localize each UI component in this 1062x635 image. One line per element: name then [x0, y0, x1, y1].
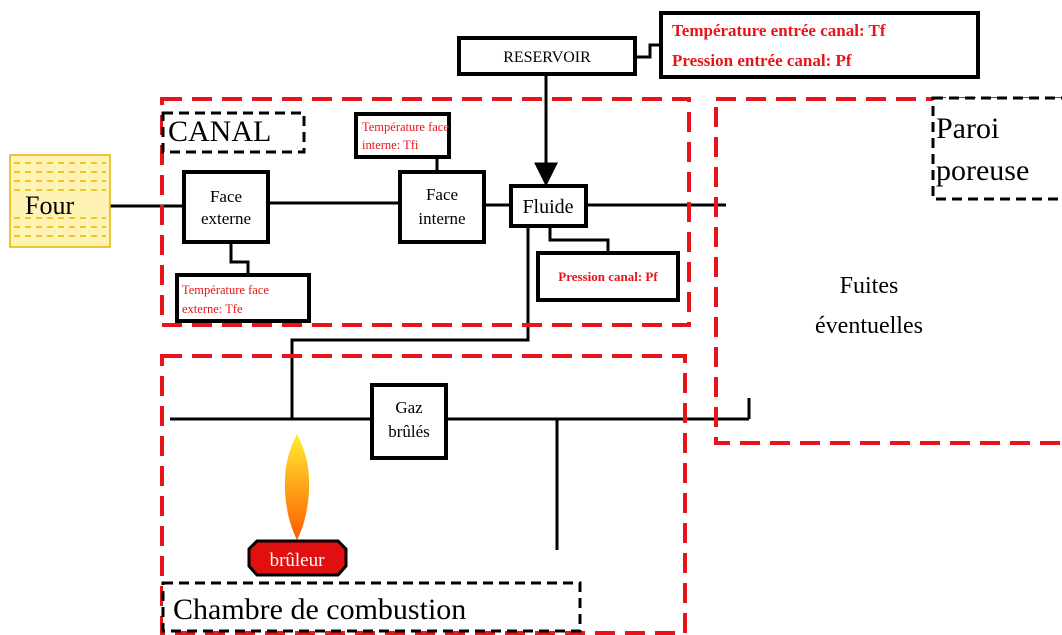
chambre-zone-label-box [161, 581, 582, 633]
paroi-zone-label-line2: poreuse [936, 154, 1029, 187]
temp-face-interne-line2: interne: Tfi [362, 138, 419, 152]
four-box [9, 154, 111, 248]
face-externe-line2: externe [201, 209, 251, 228]
burner-icon [247, 539, 348, 577]
face-interne-line1: Face [426, 185, 458, 204]
paroi-zone-label-line1: Paroi [936, 112, 999, 145]
line-fluide-pression [548, 226, 610, 253]
reservoir-box [457, 36, 637, 76]
gaz-brules-line1: Gaz [395, 398, 423, 417]
reservoir-inlet-info-box [659, 11, 980, 79]
face-interne-line2: interne [418, 209, 465, 228]
four-node: Four [9, 154, 111, 248]
line-fluide-combustion [290, 226, 530, 419]
line-reservoir-inlet-info [635, 43, 661, 59]
reservoir-inlet-pressure: Pression entrée canal: Pf [672, 51, 852, 70]
temp-face-externe-box [175, 273, 311, 323]
paroi-zone-label-box [931, 96, 1062, 201]
burner-label: brûleur [270, 550, 326, 571]
gaz-brules-box [370, 383, 448, 460]
fuites-line2: éventuelles [815, 313, 923, 339]
pression-canal-label: Pression canal: Pf [558, 269, 658, 284]
pression-canal-box [536, 251, 680, 302]
reservoir-label: RESERVOIR [503, 49, 591, 66]
canal-zone-label: CANAL [168, 115, 271, 148]
connection-lines [110, 43, 751, 550]
canal-zone-label-box [161, 111, 306, 154]
fluide-box [509, 184, 588, 228]
temp-face-externe-line1: Température face [182, 283, 269, 297]
reservoir-inlet-temp: Température entrée canal: Tf [672, 21, 886, 40]
canal-zone [160, 97, 691, 327]
fuites-line1: Fuites [840, 273, 899, 299]
four-label: Four [25, 191, 74, 220]
temp-face-externe-line2: externe: Tfe [182, 302, 243, 316]
four-wavy-fill [14, 162, 106, 237]
line-face-externe-annotation [229, 242, 250, 275]
face-externe-line1: Face [210, 187, 242, 206]
fluide-label: Fluide [522, 196, 573, 218]
temp-face-interne-line1: Température face [362, 120, 449, 134]
flame-icon [284, 434, 310, 540]
paroi-zone [714, 97, 1062, 445]
face-externe-box [182, 170, 270, 244]
chambre-zone-label: Chambre de combustion [173, 593, 466, 626]
temp-face-interne-box [354, 112, 451, 159]
chambre-zone [160, 354, 687, 635]
gaz-brules-line2: brûlés [388, 422, 430, 441]
face-interne-box [398, 170, 486, 244]
